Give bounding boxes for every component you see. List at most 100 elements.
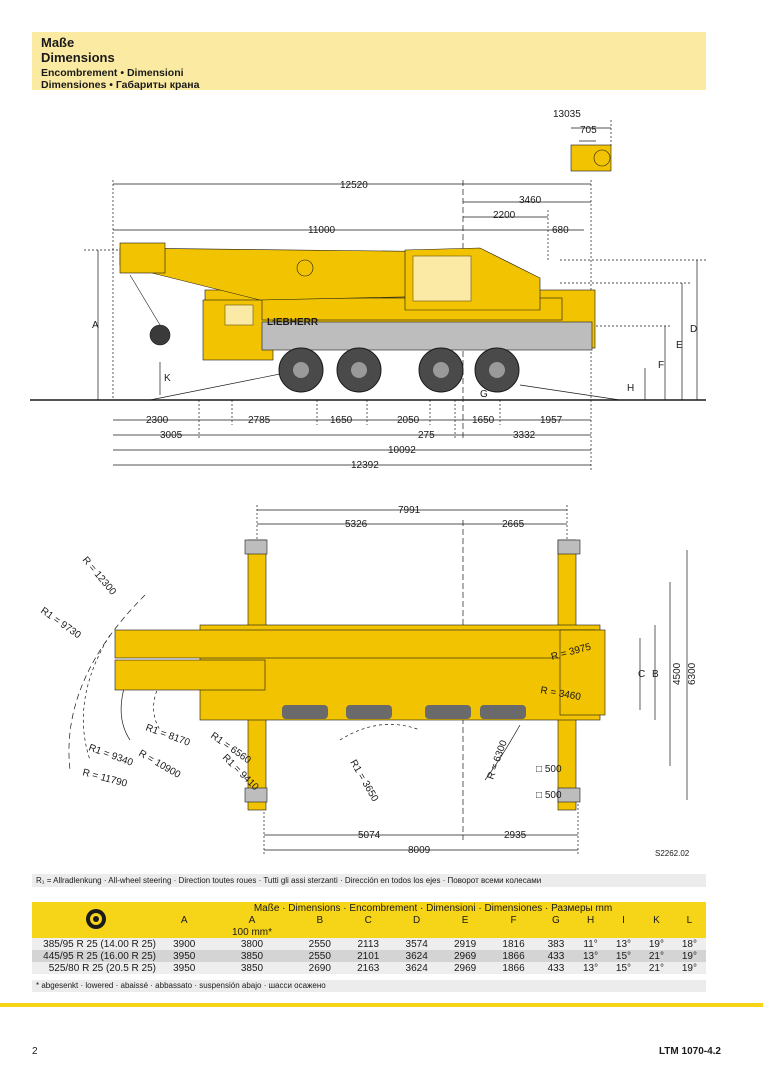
- label-A: A: [92, 320, 99, 331]
- header-title: Maße: [41, 35, 75, 50]
- tyre-size: 385/95 R 25 (14.00 R 25): [32, 938, 160, 950]
- col-header: A: [160, 914, 209, 926]
- cell: 433: [537, 950, 575, 962]
- brand-label: LIEBHERR: [267, 317, 319, 328]
- dim-11000: 11000: [308, 225, 336, 236]
- header-languages-1: Encombrement • Dimensioni: [41, 67, 184, 79]
- lowered-note: 100 mm*: [208, 926, 296, 938]
- radius-10900: R = 10900: [137, 748, 183, 781]
- table-title: Maße · Dimensions · Encombrement · Dimen…: [160, 902, 706, 914]
- cell: 13°: [607, 938, 640, 950]
- dim-6300: 6300: [687, 662, 698, 685]
- cell: 1866: [489, 950, 538, 962]
- square-500-b: □ 500: [536, 790, 562, 801]
- col-header: F: [489, 914, 538, 926]
- dim-1650a: 1650: [330, 415, 353, 426]
- col-header: A: [208, 914, 296, 926]
- dim-2300: 2300: [146, 415, 169, 426]
- cell: 1866: [489, 962, 538, 974]
- dim-705: 705: [580, 125, 597, 136]
- dim-2785: 2785: [248, 415, 271, 426]
- cell: 2969: [440, 950, 490, 962]
- label-K: K: [164, 373, 171, 384]
- cell: 3850: [208, 962, 296, 974]
- cell: 13°: [574, 962, 608, 974]
- footer-rule: [0, 1003, 763, 1007]
- cell: 18°: [672, 938, 706, 950]
- side-view-drawing: LIEBHERR 13035 705 12520 3460 2200 11000…: [30, 109, 706, 471]
- dim-12392: 12392: [351, 460, 379, 471]
- table-header-row: A A B C D E F G H I K L: [32, 914, 706, 926]
- dim-13035: 13035: [553, 109, 581, 120]
- figure-id: S2262.02: [655, 849, 690, 858]
- dim-12520: 12520: [340, 180, 368, 191]
- cell: 2919: [440, 938, 490, 950]
- dim-1650b: 1650: [472, 415, 495, 426]
- label-C: C: [638, 669, 645, 680]
- radius-12300: R = 12300: [80, 555, 119, 598]
- dim-3460: 3460: [519, 195, 542, 206]
- cell: 2163: [344, 962, 393, 974]
- table-footnote: * abgesenkt · lowered · abaissé · abbass…: [32, 980, 706, 992]
- cell: 3950: [160, 962, 209, 974]
- header-languages-2: Dimensiones • Габариты крана: [41, 79, 200, 91]
- table-row: 445/95 R 25 (16.00 R 25) 3950 3850 2550 …: [32, 950, 706, 962]
- col-header: G: [537, 914, 575, 926]
- dim-7991: 7991: [398, 505, 421, 516]
- radius-8170: R1 = 8170: [144, 722, 192, 748]
- cell: 13°: [574, 950, 608, 962]
- dim-680: 680: [552, 225, 569, 236]
- col-header: H: [574, 914, 608, 926]
- cell: 3574: [392, 938, 441, 950]
- cell: 3900: [160, 938, 209, 950]
- square-500-a: □ 500: [536, 764, 562, 775]
- cell: 2969: [440, 962, 490, 974]
- dim-3332: 3332: [513, 430, 536, 441]
- label-F: F: [658, 360, 664, 371]
- dim-8009: 8009: [408, 845, 431, 856]
- page-number: 2: [32, 1046, 38, 1057]
- top-view-drawing: 7991 5326 2665 5074 2935 8009 4500 6300 …: [38, 505, 698, 856]
- page-header: Maße Dimensions Encombrement • Dimension…: [32, 32, 706, 91]
- cell: 3624: [392, 950, 441, 962]
- dim-5074: 5074: [358, 830, 381, 841]
- radius-9730: R1 = 9730: [38, 605, 83, 641]
- cell: 2550: [295, 938, 345, 950]
- dim-275: 275: [418, 430, 435, 441]
- cell: 1816: [489, 938, 538, 950]
- col-header: D: [392, 914, 441, 926]
- cell: 19°: [672, 962, 706, 974]
- radius-11790: R = 11790: [81, 767, 128, 790]
- dim-3005: 3005: [160, 430, 183, 441]
- cell: 19°: [639, 938, 673, 950]
- cell: 3624: [392, 962, 441, 974]
- col-header: K: [639, 914, 673, 926]
- tyre-size: 525/80 R 25 (20.5 R 25): [32, 962, 160, 974]
- cell: 2690: [295, 962, 345, 974]
- col-header: B: [295, 914, 345, 926]
- dim-1957: 1957: [540, 415, 563, 426]
- dimensions-table: Maße · Dimensions · Encombrement · Dimen…: [32, 902, 706, 974]
- cell: 3800: [208, 938, 296, 950]
- cell: 3950: [160, 950, 209, 962]
- tyre-icon: [86, 908, 106, 929]
- radius-3650: R1 = 3650: [347, 758, 380, 804]
- col-header: I: [607, 914, 640, 926]
- cell: 2113: [344, 938, 393, 950]
- cell: 15°: [607, 962, 640, 974]
- label-E: E: [676, 340, 683, 351]
- label-G: G: [480, 389, 488, 400]
- table-row: 385/95 R 25 (14.00 R 25) 3900 3800 2550 …: [32, 938, 706, 950]
- radius-9340: R1 = 9340: [87, 742, 135, 768]
- label-D: D: [690, 324, 697, 335]
- tyre-size: 445/95 R 25 (16.00 R 25): [32, 950, 160, 962]
- dim-10092: 10092: [388, 445, 416, 456]
- cell: 433: [537, 962, 575, 974]
- dim-2050: 2050: [397, 415, 420, 426]
- cell: 15°: [607, 950, 640, 962]
- cell: 19°: [672, 950, 706, 962]
- cell: 3850: [208, 950, 296, 962]
- radius-6300: R = 6300: [485, 738, 509, 781]
- tyre-icon-cell: [32, 902, 160, 938]
- model-name: LTM 1070-4.2: [658, 1046, 721, 1057]
